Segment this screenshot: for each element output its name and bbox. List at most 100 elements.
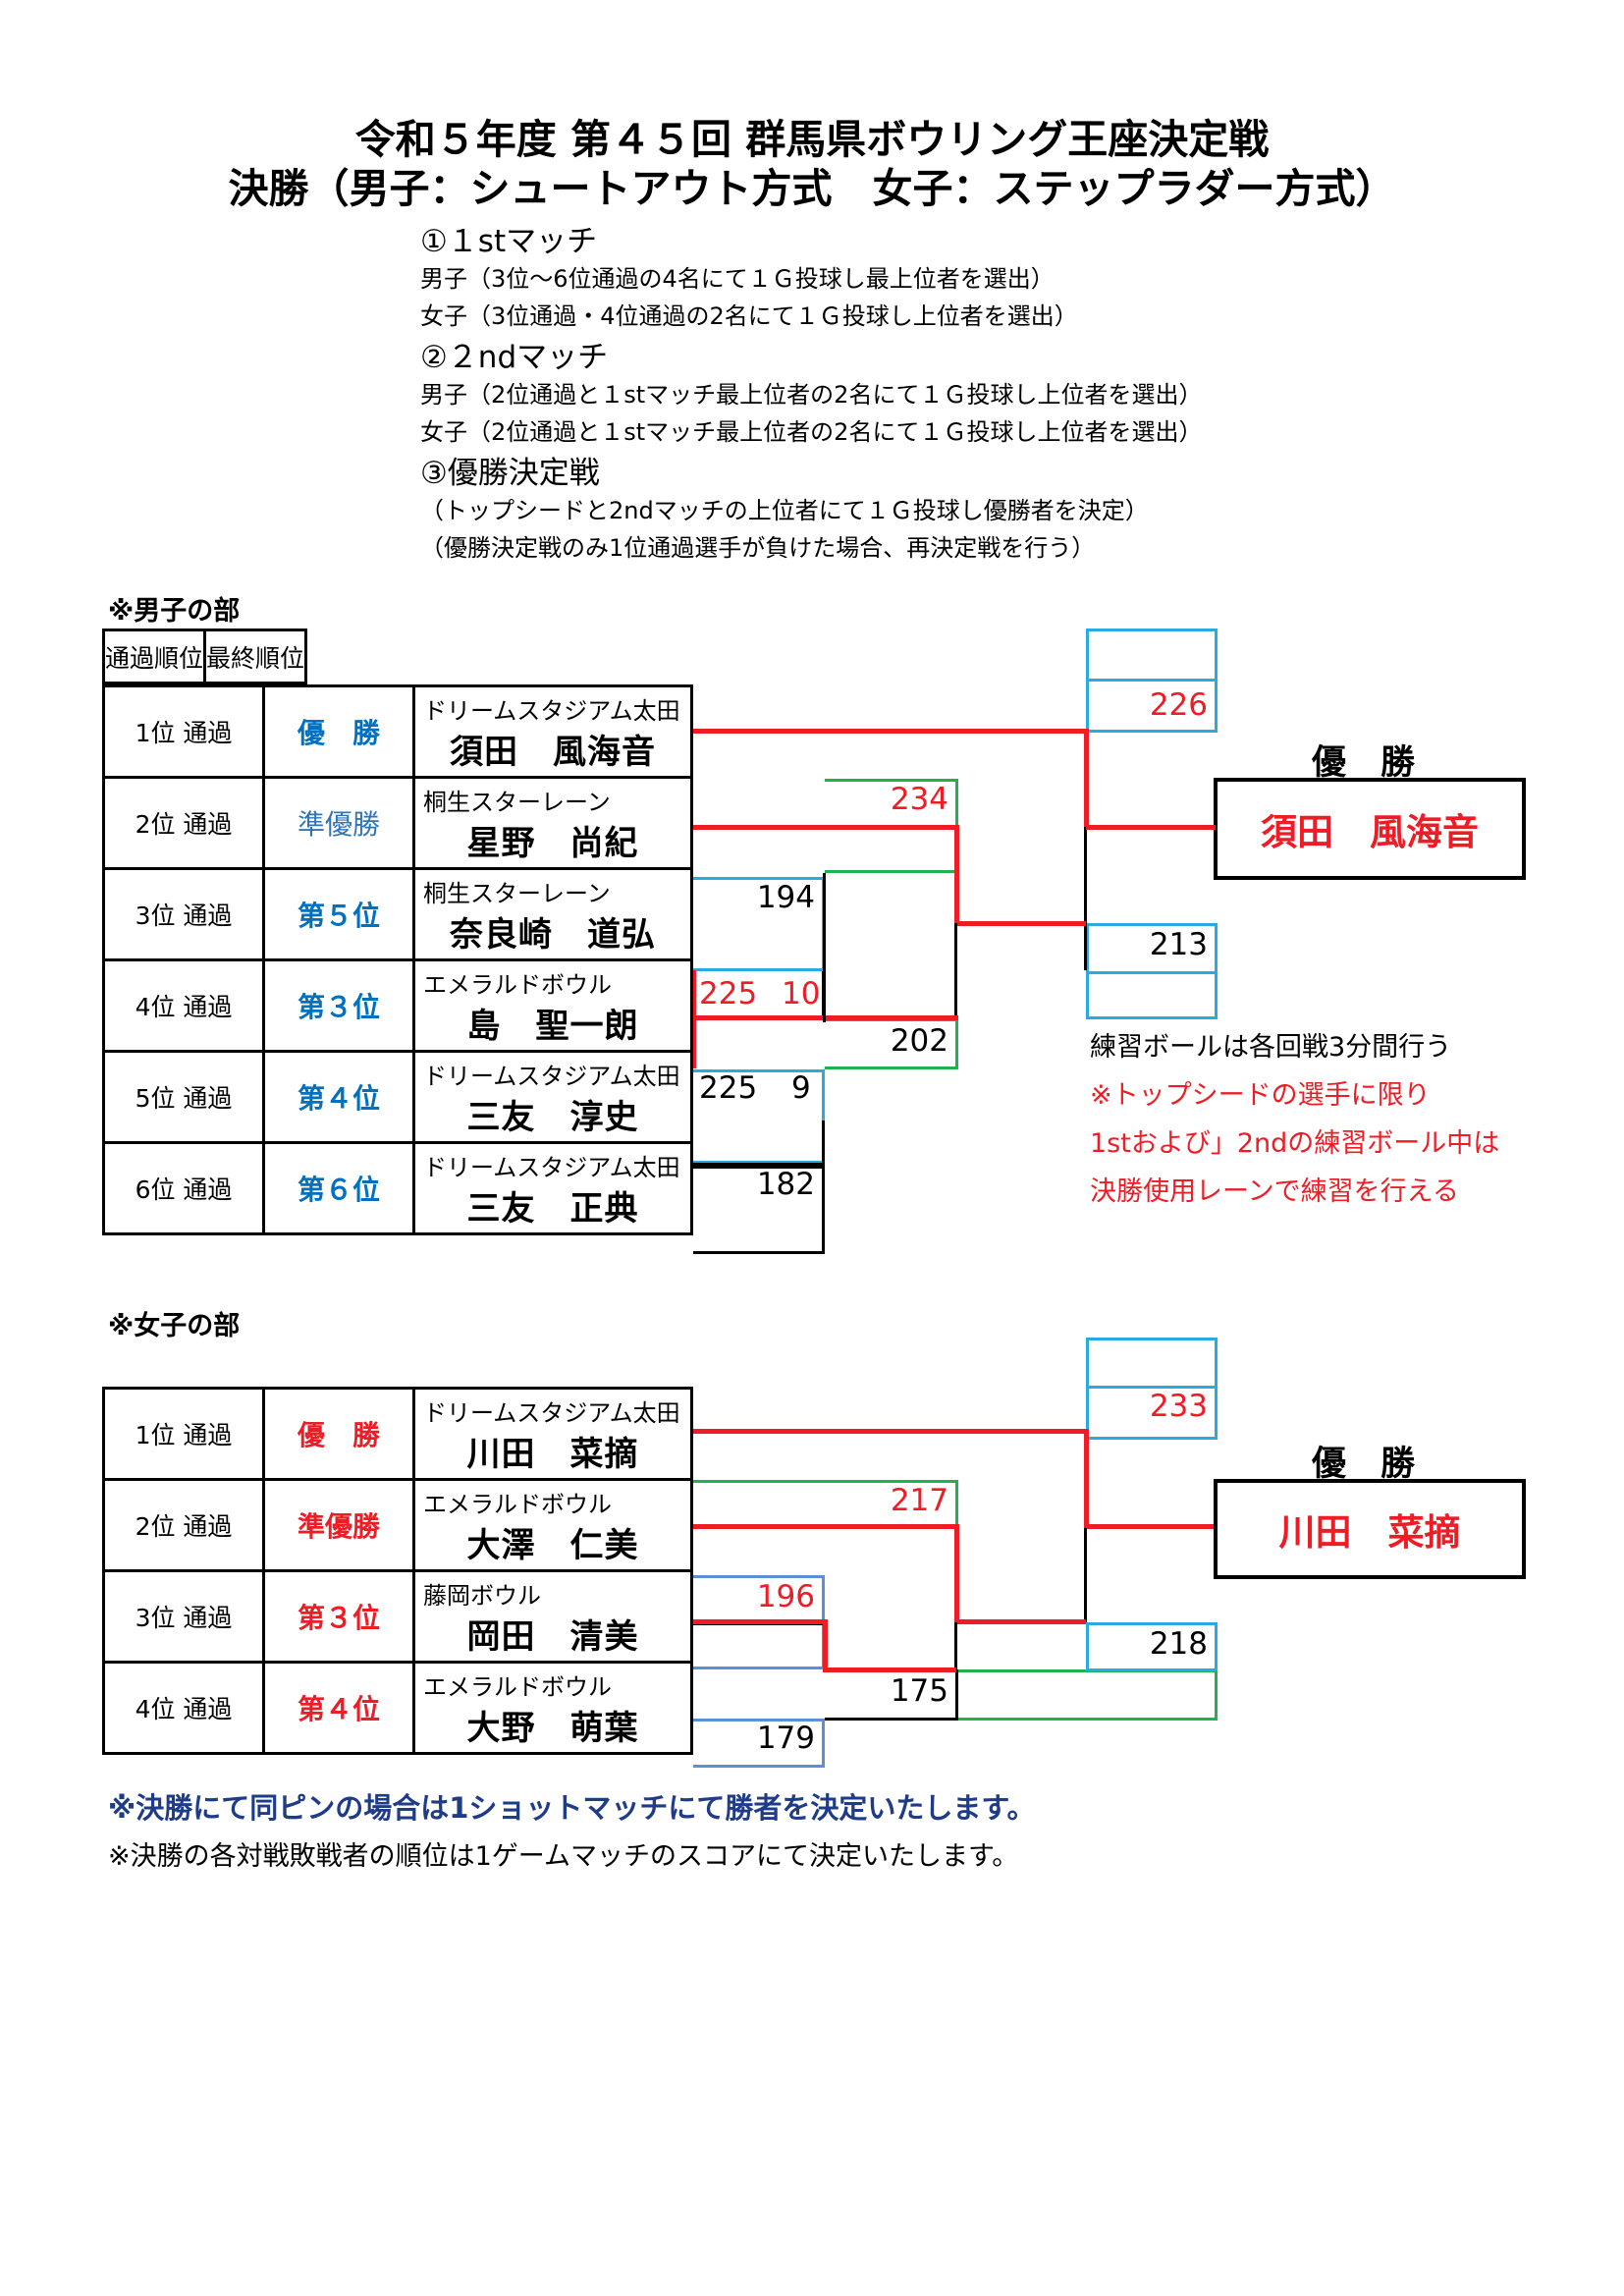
table-row: 2位 通過 準優勝 エメラルドボウル大澤 仁美 — [102, 1478, 693, 1572]
player-name: 岡田 清美 — [466, 1617, 639, 1657]
score-box — [693, 1069, 825, 1164]
player-name: 須田 風海音 — [450, 733, 656, 772]
pass-rank: 1位 通過 — [102, 684, 265, 779]
score-box — [1086, 1389, 1218, 1440]
score-r1-5-sub: 9 — [791, 1070, 811, 1106]
player-cell: ドリームスタジアム太田須田 風海音 — [412, 684, 693, 779]
score-final-bottom: 218 — [1149, 1626, 1208, 1662]
final-rank: 優 勝 — [262, 684, 415, 779]
final-rank: 第３位 — [262, 1569, 415, 1664]
final-rank: 第５位 — [262, 867, 415, 961]
bracket-line — [954, 921, 1086, 926]
player-name: 大澤 仁美 — [466, 1526, 639, 1565]
score-box — [958, 1669, 1218, 1721]
player-cell: 藤岡ボウル岡田 清美 — [412, 1569, 693, 1664]
bracket-line — [954, 1622, 957, 1671]
footnote-tie: ※決勝にて同ピンの場合は1ショットマッチにて勝者を決定いたします。 — [108, 1791, 1036, 1825]
club-name: ドリームスタジアム太田 — [423, 1399, 680, 1427]
table-row: 5位 通過 第４位 ドリームスタジアム太田三友 淳史 — [102, 1050, 693, 1144]
final-rank: 第４位 — [262, 1661, 415, 1755]
rule-2nd-women: 女子（2位通過と１stマッチ最上位者の2名にて１Ｇ投球し上位者を選出） — [420, 418, 1203, 446]
score-box — [693, 1480, 958, 1529]
table-row: 1位 通過 優 勝 ドリームスタジアム太田須田 風海音 — [102, 684, 693, 779]
player-name: 川田 菜摘 — [466, 1435, 639, 1474]
club-name: エメラルドボウル — [423, 1491, 612, 1518]
pass-rank: 2位 通過 — [102, 1478, 265, 1572]
champion-label: 優 勝 — [1312, 743, 1416, 783]
player-cell: ドリームスタジアム太田川田 菜摘 — [412, 1387, 693, 1481]
score-box — [1086, 682, 1218, 733]
score-box — [1086, 1622, 1218, 1671]
rule-final-desc: （トップシードと2ndマッチの上位者にて１Ｇ投球し優勝者を決定） — [420, 497, 1149, 524]
final-rank: 優 勝 — [262, 1387, 415, 1481]
rule-1st-heading: ①１stマッチ — [420, 224, 598, 259]
rule-1st-women: 女子（3位通過・4位通過の2名にて１Ｇ投球し上位者を選出） — [420, 302, 1078, 330]
score-r1-6: 182 — [756, 1167, 815, 1202]
final-rank: 準優勝 — [262, 776, 415, 870]
score-final-bottom: 213 — [1149, 927, 1208, 962]
note-final-lane: 決勝使用レーンで練習を行える — [1090, 1176, 1459, 1207]
table-row: 2位 通過 準優勝 桐生スターレーン星野 尚紀 — [102, 776, 693, 870]
club-name: ドリームスタジアム太田 — [423, 697, 680, 725]
score-r1-4-sub: 10 — [782, 976, 821, 1011]
page-title: 令和５年度 第４５回 群馬県ボウリング王座決定戦 — [354, 116, 1270, 163]
player-name: 島 聖一朗 — [466, 1007, 639, 1046]
score-r1-5: 225 — [699, 1070, 758, 1106]
men-rank-table: 1位 通過 優 勝 ドリームスタジアム太田須田 風海音 2位 通過 準優勝 桐生… — [102, 684, 693, 1235]
header-final-rank: 最終順位 — [203, 629, 308, 684]
final-rank: 準優勝 — [262, 1478, 415, 1572]
player-name: 星野 尚紀 — [466, 824, 639, 863]
final-rank: 第３位 — [262, 958, 415, 1053]
bracket-line — [693, 1619, 825, 1624]
score-r1-3: 194 — [756, 880, 815, 915]
player-cell: エメラルドボウル島 聖一朗 — [412, 958, 693, 1053]
women-rank-table: 1位 通過 優 勝 ドリームスタジアム太田川田 菜摘 2位 通過 準優勝 エメラ… — [102, 1387, 693, 1755]
pass-rank: 3位 通過 — [102, 867, 265, 961]
champion-name: 須田 風海音 — [1261, 811, 1479, 853]
table-row: 6位 通過 第６位 ドリームスタジアム太田三友 正典 — [102, 1141, 693, 1235]
women-section-title: ※女子の部 — [108, 1311, 241, 1341]
bracket-line — [693, 1429, 1086, 1434]
men-table: 通過順位 最終順位 — [101, 629, 308, 684]
pass-rank: 5位 通過 — [102, 1050, 265, 1144]
pass-rank: 3位 通過 — [102, 1569, 265, 1664]
table-row: 4位 通過 第４位 エメラルドボウル大野 萌葉 — [102, 1661, 693, 1755]
note-top-seed: ※トップシードの選手に限り — [1090, 1080, 1431, 1111]
score-box — [1086, 923, 1218, 974]
note-practice-ball: 1stおよび」2ndの練習ボール中は — [1090, 1128, 1500, 1159]
note-practice: 練習ボールは各回戦3分間行う — [1090, 1032, 1452, 1063]
footnote-ranking: ※決勝の各対戦敗戦者の順位は1ゲームマッチのスコアにて決定いたします。 — [108, 1841, 1019, 1872]
rule-2nd-men: 男子（2位通過と１stマッチ最上位者の2名にて１Ｇ投球し上位者を選出） — [420, 381, 1203, 409]
pass-rank: 6位 通過 — [102, 1141, 265, 1235]
bracket-line — [1084, 1429, 1089, 1527]
bracket-line — [693, 970, 696, 1068]
bracket-line — [693, 825, 958, 830]
club-name: ドリームスタジアム太田 — [423, 1154, 680, 1181]
player-cell: ドリームスタジアム太田三友 正典 — [412, 1141, 693, 1235]
table-row: 4位 通過 第３位 エメラルドボウル島 聖一朗 — [102, 958, 693, 1053]
bracket-line — [954, 1619, 1086, 1624]
player-name: 三友 正典 — [466, 1189, 639, 1229]
table-row: 3位 通過 第５位 桐生スターレーン奈良崎 道弘 — [102, 867, 693, 961]
pass-rank: 4位 通過 — [102, 1661, 265, 1755]
bracket-line — [823, 1619, 828, 1672]
bracket-line — [693, 1015, 958, 1020]
bracket-line — [954, 923, 957, 1017]
page-subtitle: 決勝（男子：シュートアウト方式 女子：ステップラダー方式） — [228, 165, 1396, 212]
club-name: エメラルドボウル — [423, 971, 612, 999]
bracket-line — [954, 825, 959, 925]
men-section-title: ※男子の部 — [108, 596, 241, 627]
player-cell: エメラルドボウル大野 萌葉 — [412, 1661, 693, 1755]
score-r1-3: 196 — [756, 1579, 815, 1614]
final-rank: 第４位 — [262, 1050, 415, 1144]
player-cell: ドリームスタジアム太田三友 淳史 — [412, 1050, 693, 1144]
bracket-line — [693, 729, 1086, 734]
player-name: 三友 淳史 — [466, 1098, 639, 1137]
header-pass-rank: 通過順位 — [101, 629, 207, 684]
bracket-line — [1086, 825, 1216, 830]
rule-2nd-heading: ②２ndマッチ — [420, 340, 609, 375]
score-r2-top: 217 — [890, 1483, 948, 1518]
score-final-top: 226 — [1149, 687, 1208, 723]
player-name: 奈良崎 道弘 — [450, 915, 656, 955]
club-name: ドリームスタジアム太田 — [423, 1063, 680, 1090]
